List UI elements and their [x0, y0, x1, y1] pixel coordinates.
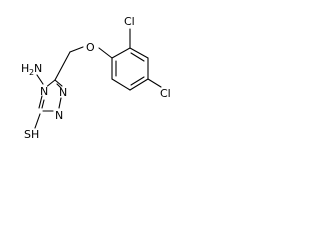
label-n4: N: [40, 85, 48, 98]
bond-c2-c3: [129, 47, 149, 59]
bond-c4-c5-inner: [130, 76, 145, 86]
label-n1: N: [59, 86, 67, 99]
bond-c3-n4: [38, 95, 43, 109]
structure-diagram: Cl Cl O H 2 N N N N SH: [21, 15, 171, 141]
bond-n4-c5: [46, 79, 56, 87]
bond-c3-sh: [34, 113, 41, 129]
label-n2: N: [55, 109, 63, 122]
bonds: [34, 28, 162, 129]
label-amino-subscript: 2: [29, 68, 34, 77]
bond-n4-nh2: [36, 74, 44, 85]
label-cl-right: Cl: [160, 87, 171, 100]
label-cl-top: Cl: [124, 15, 135, 28]
bond-c5-n1-double: [56, 83, 62, 89]
atom-labels: Cl Cl O H 2 N N N N SH: [21, 15, 171, 141]
label-amino-n: N: [34, 62, 42, 75]
bond-ch2-o: [69, 46, 84, 53]
bond-n1-n2: [58, 97, 62, 109]
bond-o-c1: [98, 47, 113, 59]
bond-c3-n4-double: [41, 99, 45, 109]
bond-c1-c2: [111, 47, 131, 59]
bond-c2-c3-inner: [130, 52, 145, 62]
bond-c5-ch2: [54, 51, 71, 81]
bond-c5-n1: [54, 79, 63, 87]
label-sh: SH: [24, 128, 39, 141]
label-amino-h: H: [21, 62, 29, 75]
bond-c5-c6: [111, 78, 131, 91]
label-o-ether: O: [86, 41, 95, 54]
bond-c4-c5: [129, 78, 149, 91]
bond-c4-cl: [147, 78, 162, 88]
